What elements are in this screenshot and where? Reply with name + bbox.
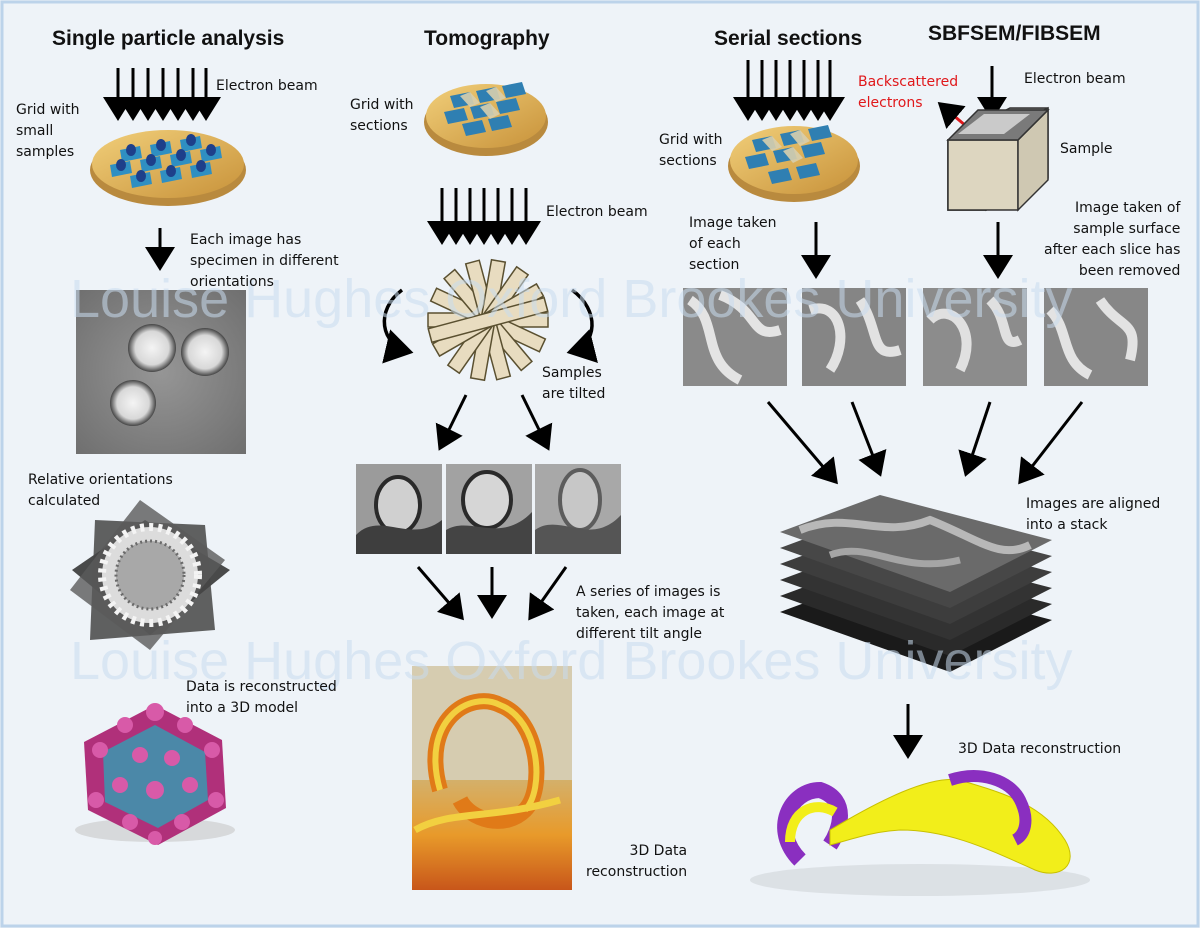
sp-micrograph [76, 290, 246, 454]
tomo-reconstruction [412, 666, 572, 890]
label-sp-relative: Relative orientations calculated [28, 470, 173, 512]
label-final-recon: 3D Data reconstruction [958, 739, 1121, 760]
title-tomography: Tomography [424, 27, 550, 51]
tomo-beam-arrows [442, 188, 526, 242]
title-single-particle: Single particle analysis [52, 27, 284, 51]
title-serial-sections: Serial sections [714, 27, 862, 51]
label-sb-image-taken: Image taken of sample surface after each… [1044, 198, 1180, 282]
label-ss-image-taken: Image taken of each section [689, 213, 776, 276]
title-sbfsem: SBFSEM/FIBSEM [928, 22, 1101, 46]
label-sb-electron-beam: Electron beam [1024, 69, 1126, 90]
label-tomo-electron-beam: Electron beam [546, 202, 648, 223]
label-sb-sample: Sample [1060, 139, 1113, 160]
label-tomo-series: A series of images is taken, each image … [576, 582, 724, 645]
label-sp-grid: Grid with small samples [16, 100, 80, 163]
label-tomo-recon: 3D Data reconstruction [586, 841, 687, 883]
label-aligned: Images are aligned into a stack [1026, 494, 1160, 536]
label-ss-grid: Grid with sections [659, 130, 723, 172]
label-sp-data: Data is reconstructed into a 3D model [186, 677, 337, 719]
tomo-tilt-images [356, 464, 621, 554]
sp-grid-disc [90, 130, 246, 206]
ss-grid-disc [728, 125, 860, 202]
label-tomo-tilted: Samples are tilted [542, 363, 605, 405]
label-sp-electron-beam: Electron beam [216, 76, 318, 97]
label-tomo-grid: Grid with sections [350, 95, 414, 137]
label-sb-backscattered: Backscattered electrons [858, 72, 958, 114]
label-sp-each-image: Each image has specimen in different ori… [190, 230, 339, 293]
